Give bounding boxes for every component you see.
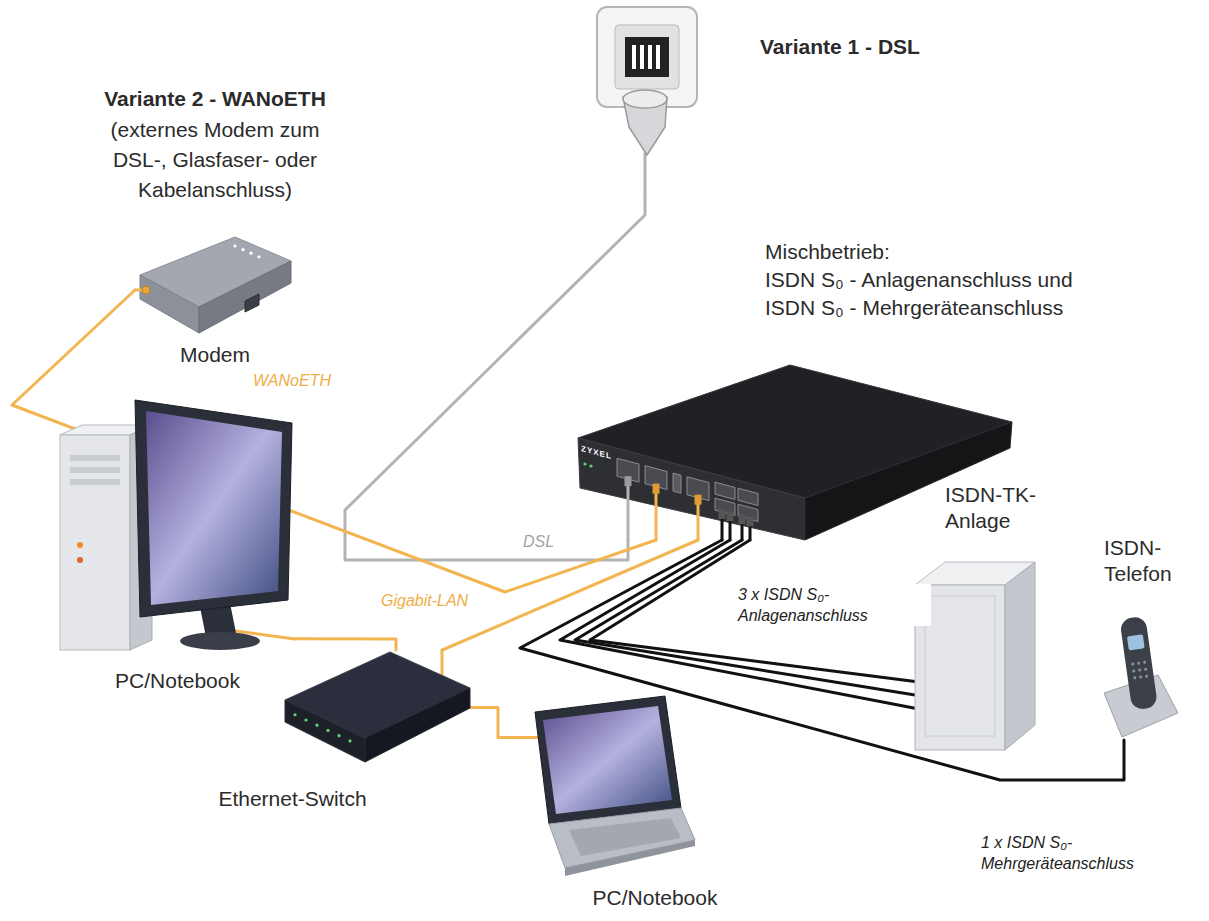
dsl-wall-socket: Variante 1 - DSL (585, 5, 705, 195)
device-label: Modem (115, 341, 315, 369)
cable-connector (295, 639, 396, 650)
modem-device: Variante 2 - WANoETH(externes Modem zum … (135, 235, 295, 335)
mode-description: ISDN S₀ - Anlagenanschluss und ISDN S₀ -… (765, 266, 1095, 322)
variant-heading: Variante 1 - DSL (760, 33, 920, 61)
variant-note: (externes Modem zum DSL-, Glasfaser- ode… (100, 115, 330, 205)
phone-device: ISDN-Telefon (1100, 615, 1180, 740)
mode-heading: Mischbetrieb: (765, 238, 890, 266)
device-label: PC/Notebook (555, 884, 755, 912)
switch-device: Ethernet-Switch (285, 650, 470, 765)
device-illustration (585, 5, 705, 195)
variant-heading: Variante 2 - WANoETH (65, 85, 365, 113)
notebook-device: PC/Notebook (525, 690, 695, 880)
device-illustration (60, 395, 295, 660)
device-illustration (135, 235, 295, 335)
pbx-device: ISDN-TK-Anlage (915, 560, 1035, 750)
cable-connector (470, 708, 525, 738)
connection-label: Gigabit-LAN (378, 590, 471, 611)
device-label: Ethernet-Switch (200, 785, 385, 813)
device-illustration (915, 560, 1035, 750)
connection-label: WANoETH (250, 370, 334, 391)
device-illustration (525, 690, 695, 880)
connection-label: 3 x ISDN S₀-Anlagenanschluss (735, 584, 931, 626)
connection-label: 1 x ISDN S₀-Mehrgeräteanschluss (978, 832, 1204, 874)
device-label: PC/Notebook (40, 667, 315, 695)
device-illustration (285, 650, 470, 765)
connection-label: DSL (520, 531, 557, 552)
pc-device: PC/Notebook (60, 395, 295, 660)
device-label: ISDN-Telefon (1104, 535, 1204, 587)
device-illustration (1100, 615, 1180, 740)
device-label: ISDN-TK-Anlage (945, 482, 1050, 534)
cable-connector (345, 195, 645, 560)
